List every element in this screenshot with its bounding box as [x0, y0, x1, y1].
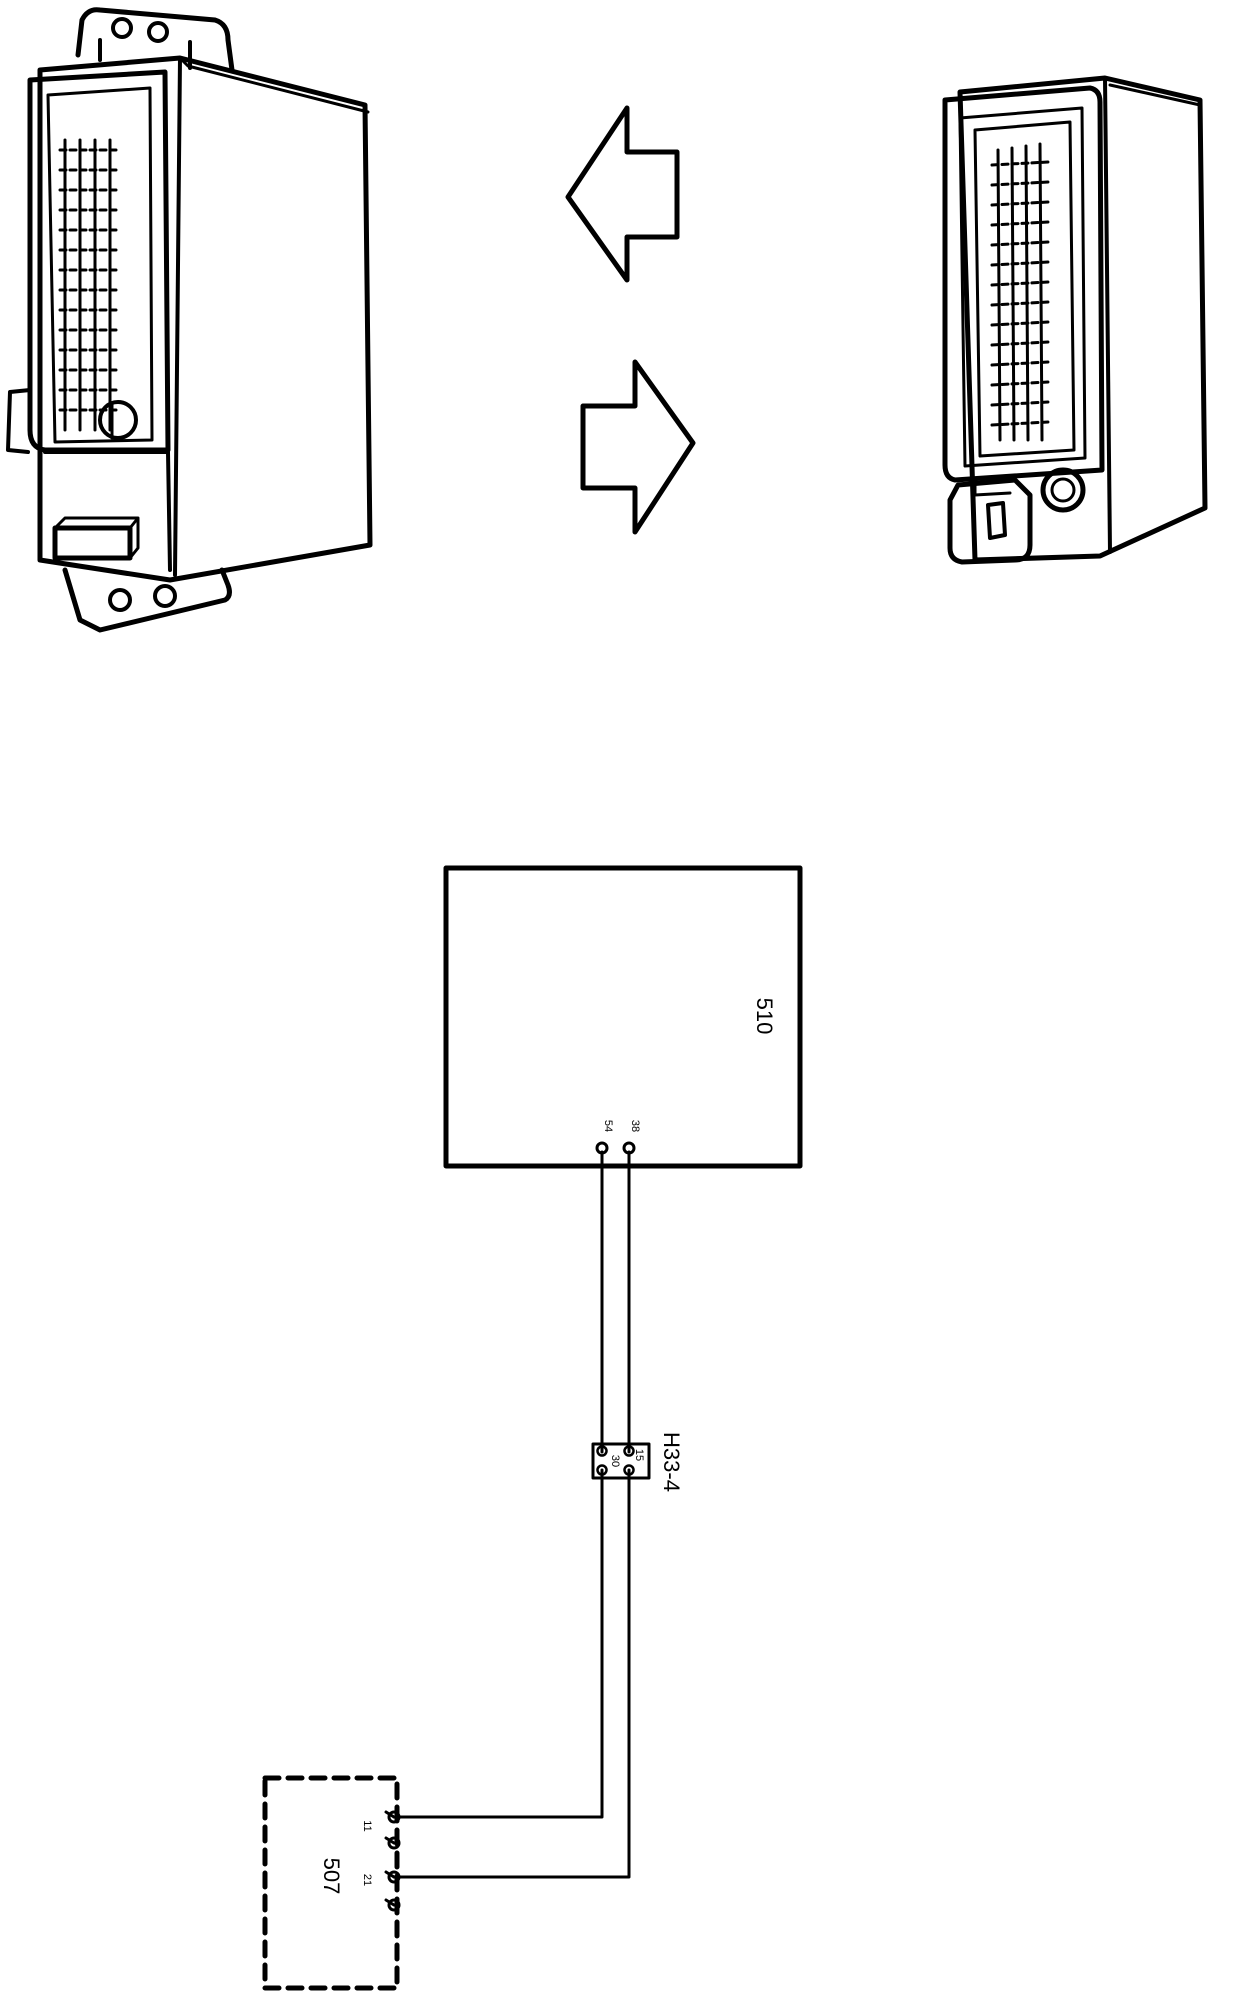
- connector-label: H33-4: [659, 1432, 684, 1492]
- ecu-box: [443, 865, 803, 1169]
- wire-54: [392, 1150, 604, 1819]
- wire-38: [392, 1150, 631, 1879]
- ecu-illustration-right: [942, 75, 1208, 565]
- module-pin-11-label: 11: [361, 1820, 373, 1831]
- connector-pin-15-label: 15: [633, 1449, 645, 1461]
- arrow-left-icon: [565, 105, 680, 283]
- connector-h33-4: [591, 1442, 651, 1480]
- connector-pin-30-label: 30: [609, 1455, 621, 1467]
- ecu-pin-38-label: 38: [629, 1120, 641, 1132]
- arrow-right-icon: [580, 359, 696, 535]
- ecu-pin-54-terminal: [595, 1141, 609, 1155]
- module-pin-21-label: 21: [361, 1874, 373, 1886]
- ecu-pin-54-label: 54: [602, 1120, 614, 1132]
- ecu-pin-38-terminal: [622, 1141, 636, 1155]
- ecu-label: 510: [752, 998, 777, 1035]
- module-terminals: [384, 1810, 401, 1912]
- module-box: [262, 1775, 400, 1991]
- module-label: 507: [319, 1858, 344, 1895]
- ecu-illustration-left: [6, 7, 373, 633]
